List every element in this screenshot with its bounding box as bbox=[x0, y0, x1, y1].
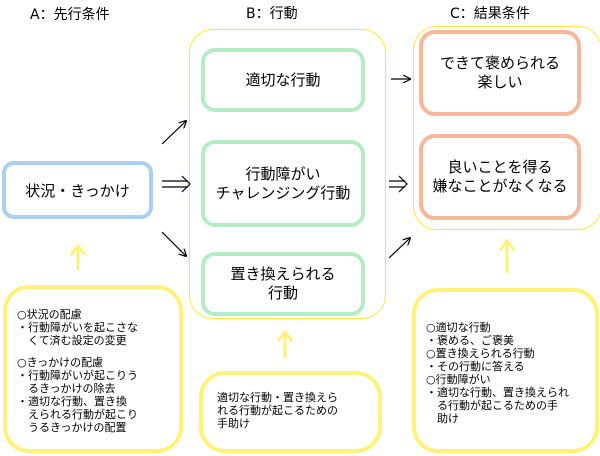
header-behavior: B：行動 bbox=[246, 6, 298, 22]
appropriate-behavior-label: 適切な行動 bbox=[245, 70, 321, 89]
antecedent-note-line-4: ○きっかけの配慮 bbox=[17, 356, 104, 369]
consequence-note-line-8: 助け bbox=[426, 412, 459, 425]
consequence-note-line-1: ○適切な行動 bbox=[426, 321, 491, 334]
header-consequence: C：結果条件 bbox=[450, 6, 530, 22]
antecedent-note-line-9: うるきっかけの配置 bbox=[17, 421, 127, 434]
behavior-note-line-1: 適切な行動・置き換えら bbox=[217, 391, 338, 404]
success-consequence-box: できて褒められる 楽しい bbox=[419, 30, 581, 116]
antecedent-note-line-7: ・適切な行動、置き換 bbox=[17, 395, 127, 408]
good-consequence-label-1: 良いことを得る bbox=[447, 158, 553, 176]
consequence-note-line-4: ・その行動に答える bbox=[426, 360, 525, 373]
replacement-behavior-label-1: 置き換えられる bbox=[230, 265, 336, 283]
antecedent-note-line-5: ・行動障がいが起こりう bbox=[17, 369, 138, 382]
antecedent-note-line-6: るきっかけの除去 bbox=[17, 382, 116, 395]
consequence-note-line-3: ○置き換えられる行動 bbox=[426, 347, 535, 360]
consequence-note-line-7: る行動が起こるための手 bbox=[426, 399, 558, 412]
consequence-note-line-2: ・褒める、ご褒美 bbox=[426, 334, 514, 347]
behavior-group-outline bbox=[189, 29, 386, 319]
double-arrow-challenging-to-good bbox=[389, 175, 408, 193]
yellow-arrow-behavior bbox=[276, 329, 294, 358]
consequence-note-line-6: ・適切な行動、置き換えられ bbox=[426, 386, 569, 399]
challenging-behavior-box: 行動障がい チャレンジング行動 bbox=[201, 140, 365, 227]
situation-box: 状況・きっかけ bbox=[2, 161, 153, 219]
replacement-behavior-box: 置き換えられる 行動 bbox=[201, 252, 365, 316]
success-consequence-label-2: 楽しい bbox=[477, 73, 523, 91]
double-arrow-situation-to-challenging bbox=[162, 175, 191, 193]
success-consequence-label-1: できて褒められる bbox=[439, 54, 560, 72]
behavior-note-line-2: れる行動が起こるための bbox=[217, 404, 338, 417]
antecedent-note-line-2: ・行動障がいを起こさな bbox=[17, 321, 138, 334]
challenging-behavior-label-2: チャレンジング行動 bbox=[215, 183, 351, 202]
consequence-group-outline bbox=[413, 26, 600, 230]
antecedent-note-line-1: ○状況の配慮 bbox=[17, 308, 82, 321]
good-consequence-box: 良いことを得る 嫌なことがなくなる bbox=[419, 134, 581, 220]
antecedent-note-line-8: えられる行動が起こり bbox=[17, 408, 138, 421]
consequence-note-line-5: ○行動障がい bbox=[426, 373, 491, 386]
arrow-situation-to-appropriate bbox=[161, 121, 186, 145]
yellow-arrow-consequence bbox=[498, 238, 516, 273]
header-antecedent: A：先行条件 bbox=[30, 7, 110, 23]
situation-label: 状況・きっかけ bbox=[25, 181, 130, 200]
antecedent-note-box: ○状況の配慮 ・行動障がいを起こさな くて済む設定の変更 ○きっかけの配慮 ・行… bbox=[3, 285, 183, 453]
consequence-note-box: ○適切な行動 ・褒める、ご褒美 ○置き換えられる行動 ・その行動に答える ○行動… bbox=[412, 288, 599, 453]
replacement-behavior-label-2: 行動 bbox=[267, 284, 298, 302]
antecedent-note-line-3: くて済む設定の変更 bbox=[17, 334, 127, 347]
appropriate-behavior-box: 適切な行動 bbox=[201, 48, 365, 112]
behavior-note-line-3: 手助け bbox=[217, 417, 250, 430]
yellow-arrow-antecedent bbox=[69, 243, 87, 270]
behavior-note-box: 適切な行動・置き換えら れる行動が起こるための 手助け bbox=[199, 371, 382, 453]
good-consequence-label-2: 嫌なことがなくなる bbox=[432, 177, 568, 195]
arrow-replacement-to-good bbox=[388, 238, 410, 259]
arrow-situation-to-replacement bbox=[161, 231, 186, 256]
challenging-behavior-label-1: 行動障がい bbox=[245, 164, 321, 183]
